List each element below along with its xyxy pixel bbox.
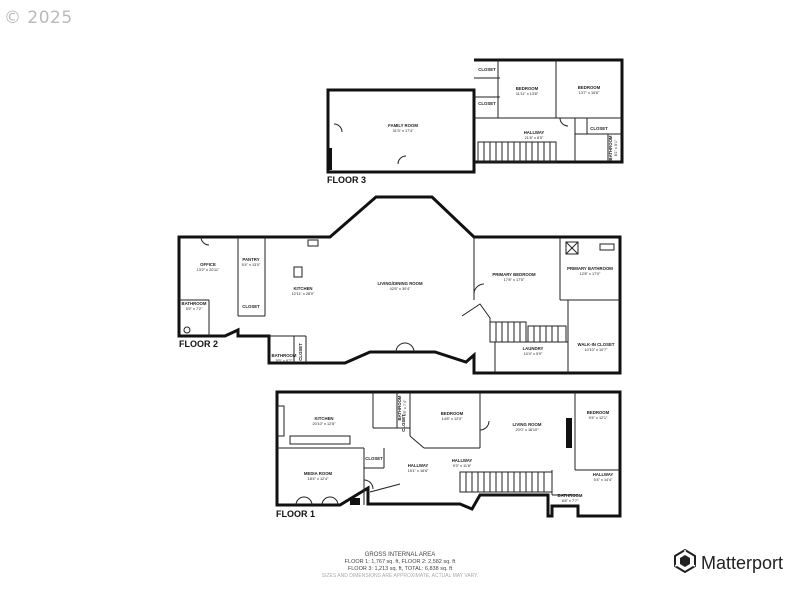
room-dimensions: 11'11" x 13'8" — [516, 92, 539, 96]
floor-3-label: FLOOR 3 — [327, 175, 366, 185]
room-dimensions: 13'7" x 15'6" — [579, 91, 600, 95]
room-name: PRIMARY BEDROOM — [492, 272, 536, 277]
room-name: CLOSET — [242, 304, 260, 309]
room-name: OFFICE — [200, 262, 216, 267]
area-line-1: FLOOR 1: 1,767 sq. ft, FLOOR 2: 2,582 sq… — [345, 559, 456, 565]
area-title: GROSS INTERNAL AREA — [365, 552, 435, 558]
room-dimensions: 18'4" x 12'4" — [308, 477, 329, 481]
room-dimensions: 8'1" x 5'1" — [614, 139, 618, 156]
floor-1-label: FLOOR 1 — [276, 509, 315, 519]
room-dimensions: 20'10" x 12'8" — [313, 422, 337, 426]
room-name: HALLWAY — [593, 472, 614, 477]
room-dimensions: 14'8" x 12'0" — [442, 417, 463, 421]
room-dimensions: 31'3" x 17'4" — [393, 129, 414, 133]
room-name: BATHROOM — [397, 395, 402, 420]
room-name: HALLWAY — [452, 458, 473, 463]
room-dimensions: 17'8" x 17'5" — [504, 278, 525, 282]
floor-2-label: FLOOR 2 — [179, 339, 218, 349]
room-name: HALLWAY — [524, 130, 545, 135]
room-dimensions: 9'4" x 12'1" — [589, 416, 608, 420]
room-dimensions: 13'2" x 20'11" — [197, 268, 220, 272]
room-name: BATHROOM — [272, 353, 297, 358]
room-dimensions: 10'4" x 5'9" — [524, 352, 543, 356]
room-name: KITCHEN — [293, 286, 312, 291]
area-line-2: FLOOR 3: 1,213 sq. ft, TOTAL: 6,838 sq. … — [348, 566, 453, 572]
room-name: FAMILY ROOM — [388, 123, 418, 128]
room-name: CLOSET — [478, 67, 496, 72]
room-name: BEDROOM — [587, 410, 610, 415]
copyright-notice: © 2025 — [4, 8, 73, 28]
room-name: WALK-IN CLOSET — [578, 342, 615, 347]
room-name: BATHROOM — [182, 301, 207, 306]
brand-name: Matterport — [701, 553, 784, 573]
matterport-logo-icon — [673, 548, 697, 578]
brand-logo: Matterport — [673, 548, 784, 578]
room-name: BEDROOM — [578, 85, 601, 90]
room-dimensions: 20'0" x 16'10" — [516, 428, 540, 432]
floor-1-plan: KITCHEN 20'10" x 12'8" BATHROOM 5'5" x 7… — [275, 390, 622, 519]
room-name: CLOSET — [478, 101, 496, 106]
floor-2-plan: OFFICE 13'2" x 20'11" PANTRY 5'4" x 13'0… — [177, 195, 622, 375]
room-dimensions: 9'3" x 11'8" — [453, 464, 472, 468]
room-name: LAUNDRY — [523, 346, 544, 351]
room-name: KITCHEN — [314, 416, 333, 421]
room-name: BEDROOM — [516, 86, 539, 91]
area-disclaimer: SIZES AND DIMENSIONS ARE APPROXIMATE, AC… — [322, 573, 479, 579]
floor-3-plan: FAMILY ROOM 31'3" x 17'4" CLOSET CLOSET … — [326, 58, 624, 185]
room-name: LIVING ROOM — [513, 422, 542, 427]
room-dimensions: 12'8" x 17'0" — [580, 272, 601, 276]
room-name: CLOSET — [298, 343, 303, 361]
room-name: PANTRY — [242, 257, 259, 262]
room-name: CLOSET — [401, 414, 406, 432]
room-dimensions: 15'1" x 16'6" — [408, 469, 429, 473]
room-dimensions: 6'8" x 7'7" — [562, 499, 579, 503]
room-dimensions: 5'5" x 6'2" — [276, 359, 293, 363]
room-dimensions: 5'5" x 7'2" — [186, 307, 203, 311]
room-dimensions: 5'4" x 14'4" — [594, 478, 613, 482]
room-name: LIVING/DINING ROOM — [377, 281, 423, 286]
room-dimensions: 5'4" x 13'0" — [242, 263, 261, 267]
room-name: PRIMARY BATHROOM — [567, 266, 613, 271]
room-name: HALLWAY — [408, 463, 429, 468]
room-name: CLOSET — [365, 456, 383, 461]
room-dimensions: 42'8" x 30'4" — [390, 287, 411, 291]
room-dimensions: 12'11" x 28'0" — [292, 292, 315, 296]
room-dimensions: 21'8" x 8'5" — [525, 136, 544, 140]
area-summary: GROSS INTERNAL AREA FLOOR 1: 1,767 sq. f… — [322, 552, 479, 579]
room-name: CLOSET — [590, 126, 608, 131]
room-name: MEDIA ROOM — [304, 471, 333, 476]
room-dimensions: 10'10" x 10'7" — [585, 348, 609, 352]
room-name: BEDROOM — [441, 411, 464, 416]
room-name: BATHROOM — [608, 135, 613, 160]
room-name: BATHROOM — [558, 493, 583, 498]
room-dimensions: 5'5" x 7'4" — [403, 399, 407, 416]
